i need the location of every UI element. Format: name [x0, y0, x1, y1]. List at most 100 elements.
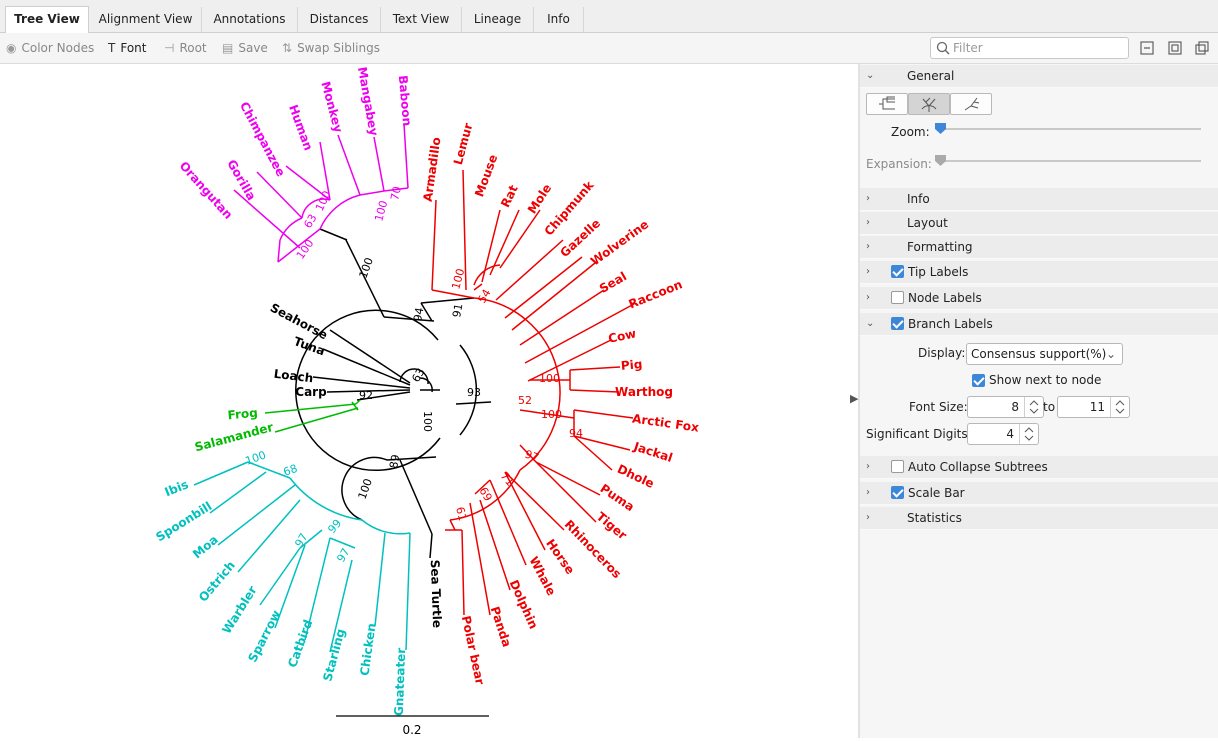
section-general[interactable]: ⌄ General: [860, 65, 1218, 88]
collapse-icon[interactable]: [1140, 41, 1154, 55]
support-label: 97: [292, 531, 310, 550]
rectangular-layout-button[interactable]: [866, 93, 908, 115]
leaf-baboon: Baboon: [396, 75, 414, 127]
support-label: 100: [421, 411, 434, 432]
tree-canvas[interactable]: Orangutan Gorilla Chimpanzee Human Monke…: [0, 64, 858, 738]
branch-support-labels: 100 94 91 93 100 92 100 89 63 100 63 100…: [244, 185, 583, 564]
section-formatting[interactable]: › Formatting: [860, 236, 1218, 259]
support-label: 89: [387, 453, 402, 469]
leaf-panda: Panda: [488, 605, 514, 649]
scale-bar-label: 0.2: [402, 723, 421, 737]
display-select[interactable]: Consensus support(%) ⌄: [966, 343, 1123, 365]
tab-info[interactable]: Info: [534, 7, 584, 33]
save-button[interactable]: ▤Save: [222, 33, 268, 64]
leaf-frog: Frog: [227, 406, 258, 423]
leaf-mole: Mole: [525, 181, 554, 216]
support-label: 93: [467, 386, 481, 399]
window-icon[interactable]: [1195, 41, 1209, 55]
expansion-label: Expansion:: [866, 157, 932, 171]
polar-layout-button[interactable]: [950, 93, 992, 115]
leaf-lemur: Lemur: [451, 121, 476, 166]
spinner-arrows-icon[interactable]: [1019, 424, 1038, 444]
section-tip-labels[interactable]: › Tip Labels: [860, 261, 1218, 284]
support-label: 63: [409, 366, 427, 385]
tab-text-view[interactable]: Text View: [381, 7, 462, 33]
section-info[interactable]: › Info: [860, 188, 1218, 211]
significant-digits-spinner[interactable]: 4: [967, 423, 1039, 445]
rectangular-tree-icon: [879, 96, 895, 110]
leaf-mangabey: Mangabey: [355, 66, 381, 137]
expansion-slider-track[interactable]: [937, 160, 1201, 162]
filter-field[interactable]: [930, 37, 1129, 59]
auto-collapse-checkbox[interactable]: [891, 460, 904, 473]
support-label: 71: [498, 470, 517, 489]
section-auto-collapse[interactable]: › Auto Collapse Subtrees: [860, 456, 1218, 479]
tab-tree-view[interactable]: Tree View: [5, 6, 89, 34]
bird-branches: [193, 461, 411, 653]
chevron-down-icon: ⌄: [866, 318, 875, 329]
scale-bar-checkbox[interactable]: [891, 486, 904, 499]
section-statistics[interactable]: › Statistics: [860, 507, 1218, 530]
expand-icon[interactable]: [1168, 41, 1182, 55]
support-label: 68: [282, 462, 300, 479]
leaf-sparrow: Sparrow: [245, 608, 283, 665]
support-label: 100: [356, 477, 375, 501]
leaf-seal: Seal: [597, 269, 629, 296]
support-label: 52: [518, 394, 532, 407]
phylogenetic-tree[interactable]: Orangutan Gorilla Chimpanzee Human Monke…: [0, 64, 858, 738]
zoom-slider-thumb[interactable]: [935, 123, 946, 134]
leaf-carp: Carp: [295, 385, 327, 399]
collapse-panel-icon[interactable]: ▶: [850, 392, 859, 405]
leaf-gnateater: Gnateater: [392, 647, 408, 716]
leaf-tiger: Tiger: [594, 509, 630, 542]
spinner-arrows-icon[interactable]: [1110, 397, 1129, 417]
font-size-max-spinner[interactable]: 11: [1057, 396, 1130, 418]
panel-splitter[interactable]: [858, 64, 860, 738]
support-label: 97: [334, 546, 352, 565]
section-branch-labels[interactable]: ⌄ Branch Labels: [860, 313, 1218, 336]
section-node-labels[interactable]: › Node Labels: [860, 287, 1218, 310]
tip-labels-checkbox[interactable]: [891, 265, 904, 278]
font-size-label: Font Size:: [909, 400, 968, 414]
tab-lineage[interactable]: Lineage: [462, 7, 534, 33]
settings-panel: ⌄ General Zoom: Expansion: › Info › Layo…: [860, 64, 1218, 738]
leaf-armadillo: Armadillo: [421, 136, 444, 202]
leaf-loach: Loach: [273, 367, 314, 386]
leaf-pig: Pig: [620, 357, 643, 373]
node-labels-checkbox[interactable]: [891, 291, 904, 304]
mammal-branches: [431, 169, 635, 616]
section-layout[interactable]: › Layout: [860, 212, 1218, 235]
significant-digits-label: Significant Digits:: [866, 427, 972, 441]
support-label: 100: [449, 267, 467, 291]
leaf-arctic-fox: Arctic Fox: [631, 411, 700, 434]
display-label: Display:: [918, 346, 966, 360]
show-next-to-node-checkbox[interactable]: [972, 374, 985, 387]
chevron-right-icon: ›: [866, 512, 870, 523]
color-nodes-button[interactable]: ◉Color Nodes: [6, 33, 94, 64]
support-label: 97: [523, 448, 541, 465]
section-scale-bar[interactable]: › Scale Bar: [860, 482, 1218, 505]
expansion-slider-thumb[interactable]: [935, 155, 946, 166]
chevron-down-icon: ⌄: [866, 70, 875, 81]
filter-input[interactable]: [953, 39, 1123, 57]
font-size-min-spinner[interactable]: 8: [967, 396, 1044, 418]
branch-labels-checkbox[interactable]: [891, 317, 904, 330]
radial-layout-button[interactable]: [908, 93, 950, 115]
spinner-arrows-icon[interactable]: [1024, 397, 1043, 417]
support-label: 70: [388, 185, 404, 201]
support-label: 100: [541, 408, 562, 421]
tab-bar: Tree View Alignment View Annotations Dis…: [0, 0, 1218, 34]
tab-annotations[interactable]: Annotations: [202, 7, 298, 33]
leaf-mouse: Mouse: [472, 153, 500, 199]
tab-alignment-view[interactable]: Alignment View: [90, 7, 202, 33]
tab-distances[interactable]: Distances: [298, 7, 381, 33]
root-button[interactable]: ⊣Root: [164, 33, 207, 64]
zoom-slider-track[interactable]: [937, 128, 1201, 130]
root-icon: ⊣: [164, 41, 175, 55]
support-label: 100: [244, 448, 268, 467]
swap-siblings-button[interactable]: ⇅Swap Siblings: [282, 33, 380, 64]
chevron-down-icon: ⌄: [1105, 347, 1116, 361]
chevron-right-icon: ›: [866, 292, 870, 303]
